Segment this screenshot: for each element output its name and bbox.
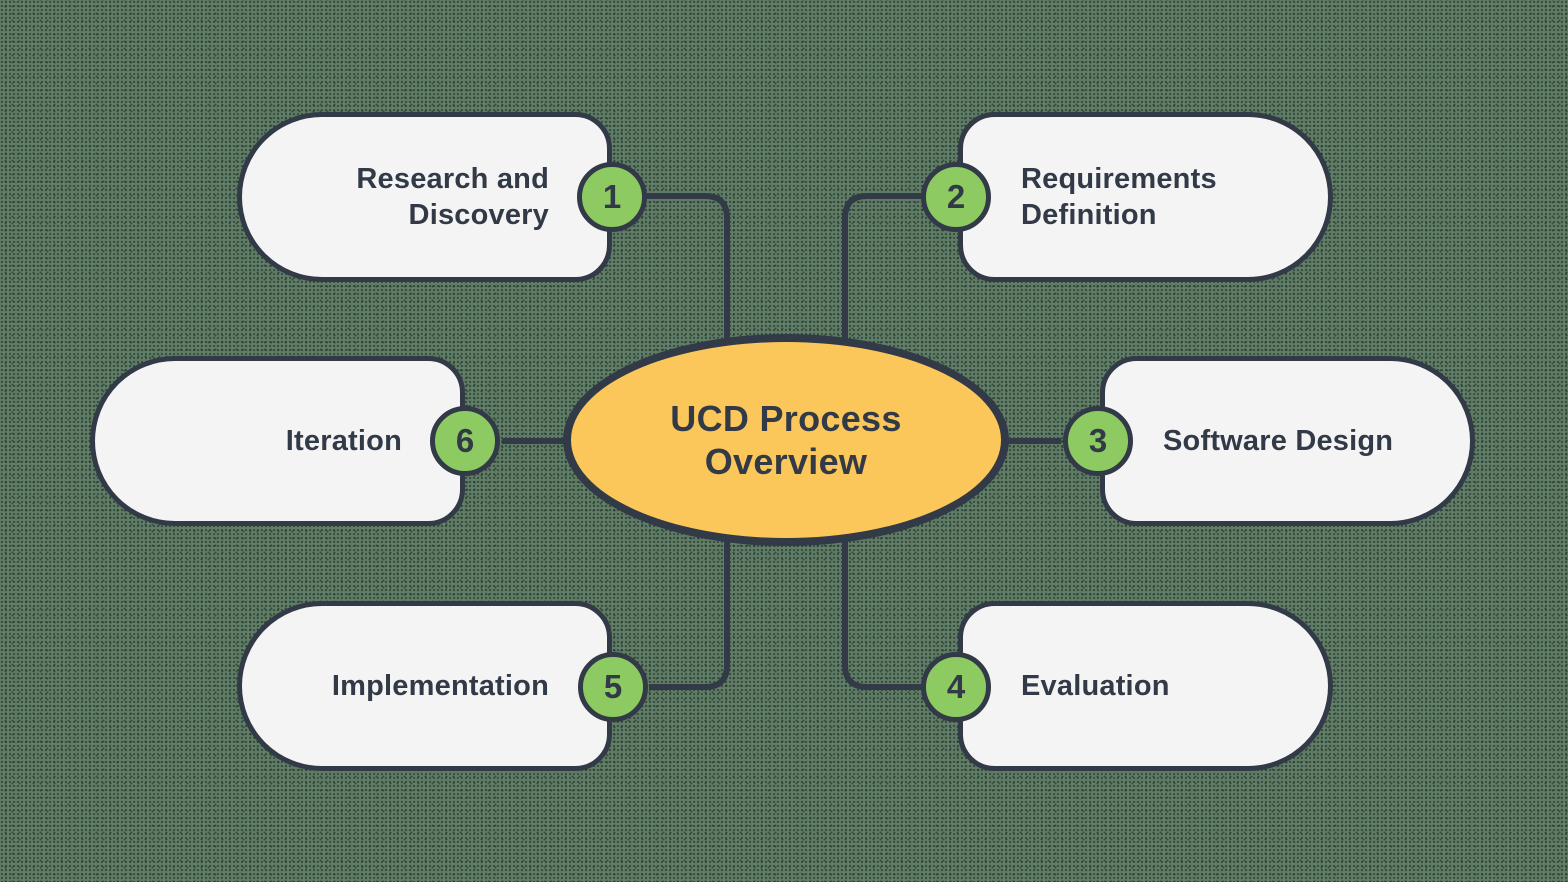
stage-box-implementation: Implementation <box>237 601 612 771</box>
stage-box-iteration: Iteration <box>90 356 465 526</box>
stage-box-research-and-discovery: Research and Discovery <box>237 112 612 282</box>
stage-label-research-and-discovery: Research and Discovery <box>356 162 549 231</box>
stage-number-badge-4: 4 <box>921 652 991 722</box>
stage-number-badge-6: 6 <box>430 406 500 476</box>
connector-stage-2 <box>842 193 925 352</box>
stage-label-software-design: Software Design <box>1163 424 1394 457</box>
stage-label-requirements-definition: Requirements Definition <box>1021 162 1217 231</box>
stage-label-iteration: Iteration <box>285 424 402 457</box>
connector-stage-1 <box>647 193 730 352</box>
stage-box-requirements-definition: Requirements Definition <box>958 112 1333 282</box>
stage-label-evaluation: Evaluation <box>1021 669 1170 702</box>
stage-number-badge-3: 3 <box>1063 406 1133 476</box>
connector-stage-5 <box>649 532 730 690</box>
diagram-title: UCD Process Overview <box>670 397 902 482</box>
stage-number-1: 1 <box>602 178 622 215</box>
stage-box-software-design: Software Design <box>1100 356 1475 526</box>
stage-number-badge-2: 2 <box>921 162 991 232</box>
stage-number-badge-1: 1 <box>577 162 647 232</box>
stage-number-6: 6 <box>455 422 475 459</box>
stage-number-4: 4 <box>946 668 966 705</box>
center-node-ellipse: UCD Process Overview <box>563 334 1009 546</box>
stage-number-5: 5 <box>603 668 623 705</box>
stage-number-badge-5: 5 <box>578 652 648 722</box>
stage-box-evaluation: Evaluation <box>958 601 1333 771</box>
connector-stage-4 <box>842 532 925 690</box>
stage-number-2: 2 <box>946 178 966 215</box>
stage-number-3: 3 <box>1088 422 1108 459</box>
stage-label-implementation: Implementation <box>331 669 549 702</box>
